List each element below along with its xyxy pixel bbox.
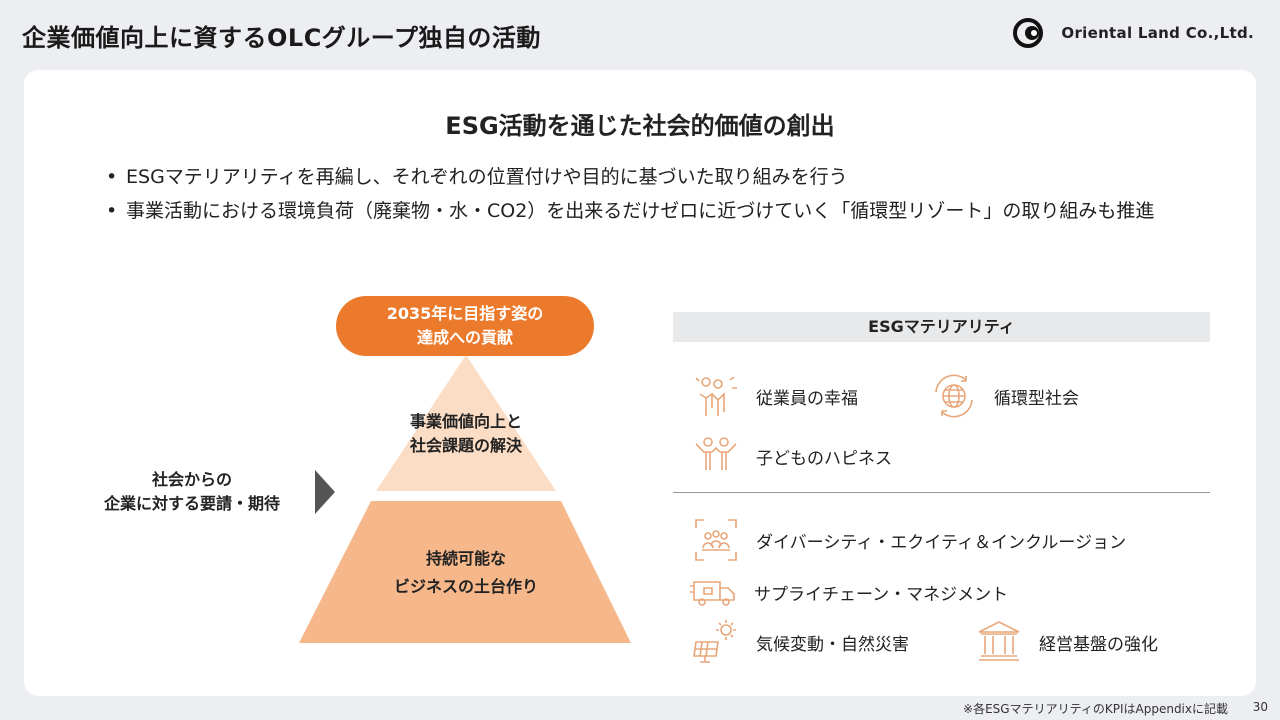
pyramid-bottom-line1: 持続可能な — [425, 549, 506, 568]
materiality-label: 気候変動・自然災害 — [756, 634, 909, 655]
materiality-item-diversity: ダイバーシティ・エクイティ＆インクルージョン — [692, 516, 1126, 564]
materiality-item-supply-chain: サプライチェーン・マネジメント — [690, 568, 1008, 616]
logo-mark-icon — [1013, 18, 1044, 48]
pyramid-bottom-tier — [299, 501, 631, 643]
pyramid-top-label: 事業価値向上と 社会課題の解決 — [376, 410, 556, 458]
building-icon — [975, 618, 1023, 666]
logo-text: Oriental Land Co.,Ltd. — [1061, 24, 1254, 42]
truck-icon — [690, 568, 738, 616]
solar-panel-icon — [692, 618, 740, 666]
materiality-label: 子どものハピネス — [756, 448, 892, 469]
bullet-text: ESGマテリアリティを再編し、それぞれの位置付けや目的に基づいた取り組みを行う — [126, 166, 848, 188]
pyramid-bottom-line2: ビジネスの土台作り — [393, 577, 538, 596]
materiality-divider — [673, 492, 1210, 493]
children-icon — [692, 432, 740, 480]
bullet-text: 事業活動における環境負荷（廃棄物・水・CO2）を出来るだけゼロに近づけていく「循… — [126, 200, 1155, 222]
materiality-label: 経営基盤の強化 — [1039, 634, 1158, 655]
pyramid-bottom-label: 持続可能な ビジネスの土台作り — [366, 545, 566, 601]
society-expectations-label: 社会からの 企業に対する要請・期待 — [92, 468, 292, 516]
pyramid-diagram — [299, 355, 631, 643]
page-number: 30 — [1252, 700, 1268, 714]
pyramid-top-line1: 事業価値向上と — [409, 412, 522, 431]
arrow-right-icon — [315, 470, 335, 514]
bullet-item: • 事業活動における環境負荷（廃棄物・水・CO2）を出来るだけゼロに近づけていく… — [106, 194, 1154, 228]
pill-line1: 2035年に目指す姿の — [386, 304, 544, 323]
materiality-label: 循環型社会 — [994, 388, 1079, 409]
pill-line2: 達成への貢献 — [416, 328, 513, 347]
materiality-item-governance: 経営基盤の強化 — [975, 618, 1158, 666]
employees-icon — [692, 372, 740, 420]
pyramid-top-line2: 社会課題の解決 — [409, 436, 522, 455]
footnote: ※各ESGマテリアリティのKPIはAppendixに記載 — [963, 702, 1228, 716]
diversity-icon — [692, 516, 740, 564]
materiality-label: ダイバーシティ・エクイティ＆インクルージョン — [756, 532, 1127, 553]
materiality-header: ESGマテリアリティ — [673, 312, 1210, 342]
left-line2: 企業に対する要請・期待 — [103, 494, 280, 513]
materiality-item-children: 子どものハピネス — [692, 432, 892, 480]
bullet-list: • ESGマテリアリティを再編し、それぞれの位置付けや目的に基づいた取り組みを行… — [106, 160, 1154, 228]
materiality-item-employees: 従業員の幸福 — [692, 372, 858, 420]
left-line1: 社会からの — [151, 470, 232, 489]
section-heading: ESG活動を通じた社会的価値の創出 — [445, 112, 835, 140]
bullet-mark: • — [106, 200, 118, 222]
globe-recycle-icon — [930, 372, 978, 420]
materiality-item-circular: 循環型社会 — [930, 372, 1079, 420]
goal-pill: 2035年に目指す姿の 達成への貢献 — [336, 296, 594, 356]
materiality-label: 従業員の幸福 — [756, 388, 858, 409]
materiality-label: サプライチェーン・マネジメント — [754, 584, 1009, 605]
company-logo: Oriental Land Co.,Ltd. — [1011, 18, 1254, 48]
bullet-item: • ESGマテリアリティを再編し、それぞれの位置付けや目的に基づいた取り組みを行… — [106, 160, 1154, 194]
pyramid-top-tier — [376, 355, 556, 491]
page-title: 企業価値向上に資するOLCグループ独自の活動 — [22, 24, 541, 52]
content-card — [24, 70, 1256, 696]
bullet-mark: • — [106, 166, 118, 188]
materiality-item-climate: 気候変動・自然災害 — [692, 618, 909, 666]
